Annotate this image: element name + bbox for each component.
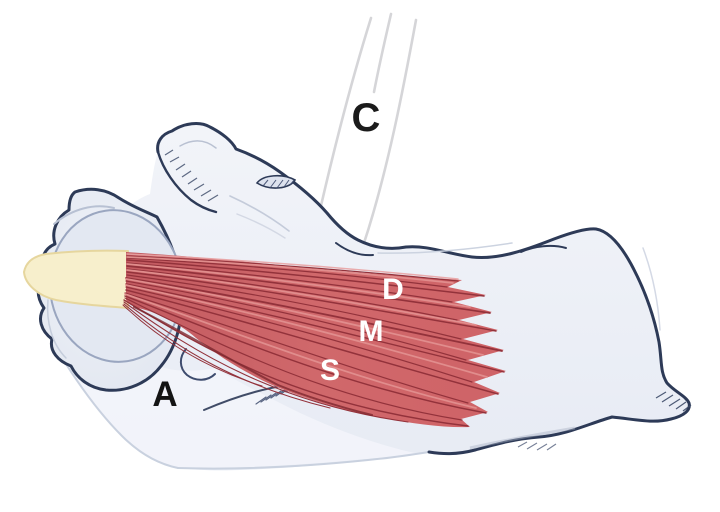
muscle-fiber <box>123 303 331 409</box>
scapula-inner-details <box>164 140 692 451</box>
muscle-fiber <box>125 284 488 378</box>
label-deep-bundle: D <box>382 273 404 306</box>
muscle-fiber <box>126 268 458 321</box>
label-middle-bundle: M <box>359 315 384 348</box>
muscle-fiber <box>123 301 409 423</box>
tendon <box>23 249 129 309</box>
clavicle-line <box>372 12 393 94</box>
muscle-fiber <box>125 283 505 373</box>
muscle-fiber <box>126 257 448 288</box>
muscle-fiber-highlights <box>124 256 488 409</box>
labels: C A D M S <box>152 96 403 414</box>
label-arm: A <box>152 375 177 414</box>
muscle-fiber <box>126 262 453 303</box>
muscle <box>122 252 506 428</box>
muscle-fiber <box>125 278 484 356</box>
head-lower-arc <box>46 299 67 359</box>
muscle-fiber <box>125 280 467 361</box>
muscle-fiber <box>125 277 503 352</box>
inferior-angle-hatching <box>655 391 692 412</box>
muscle-fiber <box>124 295 487 414</box>
oval-hatching <box>262 179 295 189</box>
muscle-fiber <box>126 256 454 284</box>
scapula-outline <box>156 122 691 456</box>
muscle-bottom-shadow <box>133 306 373 416</box>
neck-light-contours <box>179 140 661 331</box>
spine-arc <box>335 242 374 257</box>
muscle-fiber <box>126 255 459 282</box>
label-superficial-bundle: S <box>320 354 340 387</box>
muscle-fiber <box>126 269 477 326</box>
muscle-fiber <box>122 304 263 387</box>
bottom-border-hatching <box>517 441 557 451</box>
muscle-fibers <box>122 255 505 427</box>
clavicle-line <box>362 18 418 245</box>
muscle-fiber <box>124 293 477 409</box>
muscle-fiber <box>124 297 463 421</box>
clavicle <box>318 12 418 245</box>
arm-edge-line <box>177 451 430 470</box>
label-clavicle: C <box>352 96 381 140</box>
muscle-fiber <box>126 263 471 308</box>
muscle-fiber <box>126 259 485 297</box>
muscle-fiber <box>125 289 499 395</box>
head-highlight-arc <box>53 205 115 225</box>
muscle-fiber <box>126 265 491 314</box>
muscle-fiber <box>125 286 473 383</box>
muscle-fiber <box>124 292 469 404</box>
biceps-groove-oval <box>179 348 216 381</box>
clavicle-line <box>318 16 373 212</box>
acromion-underside <box>156 150 218 214</box>
bottom-border-shadow <box>469 426 576 450</box>
muscle-top-highlight <box>126 253 459 280</box>
superior-border-crescent <box>520 244 567 253</box>
muscle-fiber <box>126 274 462 340</box>
acromion-hatching <box>164 149 219 202</box>
muscle-fiber <box>126 271 497 332</box>
scapula-border <box>156 122 691 456</box>
